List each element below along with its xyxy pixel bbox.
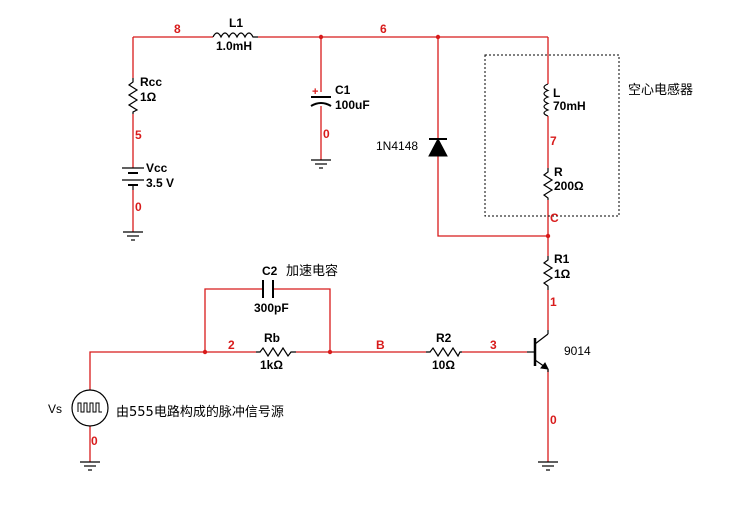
rb-value: 1kΩ <box>260 358 283 372</box>
vcc-name: Vcc <box>146 161 168 175</box>
l1-value: 1.0mH <box>216 39 252 53</box>
inductor-l: L 70mH <box>543 83 586 117</box>
net-labels: 8 6 5 0 0 7 C 1 2 B 3 0 0 <box>91 22 559 448</box>
inductor-l1: L1 1.0mH <box>212 16 258 53</box>
net-label: 0 <box>135 200 142 214</box>
r1-name: R1 <box>554 252 570 266</box>
pulse-source-vs: Vs 由555电路构成的脉冲信号源 <box>48 389 284 427</box>
r-name: R <box>554 165 563 179</box>
l-value: 70mH <box>553 99 586 113</box>
resistor-r1: R1 1Ω <box>542 252 571 290</box>
junction-dot <box>545 233 551 239</box>
ground-transistor <box>538 461 558 471</box>
junction-dot <box>202 349 208 355</box>
air-core-inductor-box <box>484 54 620 217</box>
junction-dot <box>327 349 333 355</box>
resistor-rb: Rb 1kΩ <box>256 331 296 372</box>
resistor-r2: R2 10Ω <box>426 331 462 372</box>
resistor-rcc: Rcc 1Ω <box>127 75 162 114</box>
diode-name: 1N4148 <box>376 139 418 153</box>
diode-1n4148: 1N4148 <box>376 137 448 157</box>
capacitor-c1: + C1 100uF <box>310 83 370 112</box>
r2-name: R2 <box>436 331 452 345</box>
wire-c2-loop-left <box>204 288 262 352</box>
wires <box>89 36 549 462</box>
capacitor-c2: C2 加速电容 300pF <box>254 263 338 315</box>
l-name: L <box>553 86 560 100</box>
junction-dots <box>202 34 551 355</box>
vcc-value: 3.5 V <box>146 176 174 190</box>
net-label: 8 <box>174 22 181 36</box>
net-label: 0 <box>550 413 557 427</box>
rb-name: Rb <box>264 331 280 345</box>
r1-value: 1Ω <box>554 267 571 281</box>
net-label: 0 <box>91 434 98 448</box>
net-label: 5 <box>135 128 142 142</box>
wire-diode-bottom <box>437 156 548 237</box>
air-core-inductor-label: 空心电感器 <box>628 82 693 98</box>
resistor-r: R 200Ω <box>542 165 584 200</box>
c2-note: 加速电容 <box>286 263 338 279</box>
vs-note: 由555电路构成的脉冲信号源 <box>116 404 284 420</box>
ground-c1 <box>311 159 331 169</box>
rcc-name: Rcc <box>140 75 162 89</box>
wire-c2-loop-right <box>274 288 331 352</box>
c1-value: 100uF <box>335 98 370 112</box>
junction-dot <box>318 34 324 40</box>
rcc-value: 1Ω <box>140 90 157 104</box>
junction-dot <box>435 34 441 40</box>
net-label: 3 <box>490 338 497 352</box>
transistor-name: 9014 <box>564 344 591 358</box>
net-label: 1 <box>550 295 557 309</box>
net-label: C <box>550 211 559 225</box>
wire-vs-top <box>89 351 256 390</box>
c1-polarity: + <box>312 86 318 98</box>
transistor-9014: 9014 <box>527 330 591 372</box>
ground-vcc <box>123 231 143 241</box>
c2-value: 300pF <box>254 301 289 315</box>
l1-name: L1 <box>229 16 243 30</box>
net-label: 6 <box>380 22 387 36</box>
net-label: 7 <box>550 134 557 148</box>
c2-name: C2 <box>262 264 278 278</box>
net-label: B <box>376 338 385 352</box>
r-value: 200Ω <box>554 179 584 193</box>
r2-value: 10Ω <box>432 358 455 372</box>
vs-name: Vs <box>48 402 62 416</box>
battery-vcc: Vcc 3.5 V <box>122 161 174 190</box>
c1-name: C1 <box>335 83 351 97</box>
ground-vs <box>80 461 100 471</box>
net-label: 2 <box>228 338 235 352</box>
net-label: 0 <box>323 127 330 141</box>
